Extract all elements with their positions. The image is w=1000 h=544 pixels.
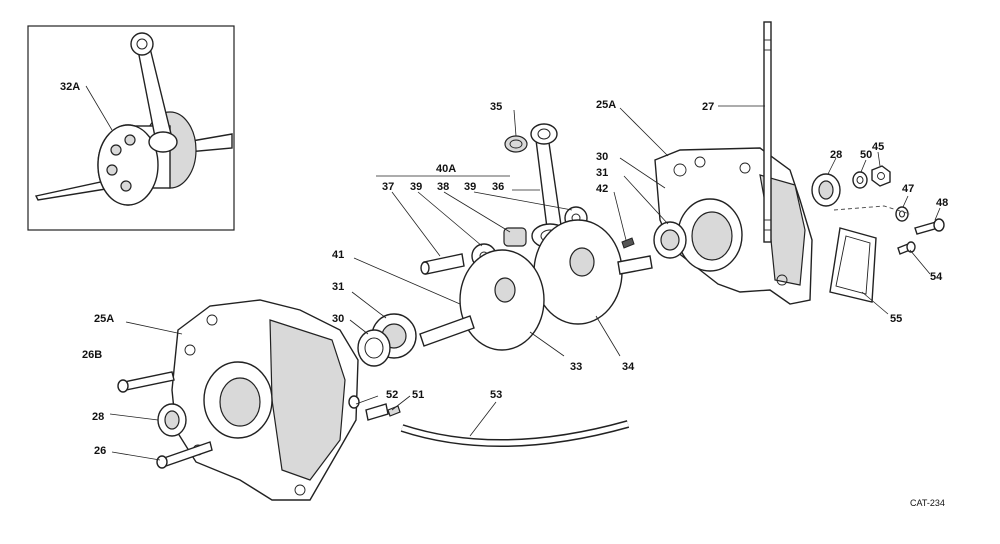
callout-31-top: 31 <box>596 167 608 179</box>
washer-50 <box>852 171 868 189</box>
nut-45 <box>871 165 891 187</box>
catalog-code: CAT-234 <box>910 498 945 508</box>
callout-28-left: 28 <box>92 411 104 423</box>
gasket-cover-55 <box>829 227 877 303</box>
seal-28-left <box>157 403 187 437</box>
callout-35: 35 <box>490 101 502 113</box>
callout-52: 52 <box>386 389 398 401</box>
fitting-51 <box>365 403 401 421</box>
crank-pin-37 <box>420 253 465 275</box>
callout-labels: 32A 35 25A 27 40A 37 39 38 39 36 30 31 4… <box>60 81 948 457</box>
washer-47 <box>895 206 909 222</box>
callout-27: 27 <box>702 101 714 113</box>
callout-50: 50 <box>860 149 872 161</box>
callout-47: 47 <box>902 183 914 195</box>
callout-31-mid: 31 <box>332 281 344 293</box>
callout-45: 45 <box>872 141 884 153</box>
bolt-26 <box>156 441 213 469</box>
callout-33: 33 <box>570 361 582 373</box>
callout-40A: 40A <box>436 163 456 175</box>
connecting-rod-36 <box>530 123 569 249</box>
callout-32A: 32A <box>60 81 80 93</box>
callout-25A-top: 25A <box>596 99 616 111</box>
crank-half-33 <box>419 249 545 351</box>
bearing-31-top <box>653 221 687 259</box>
callout-26: 26 <box>94 445 106 457</box>
callout-38: 38 <box>437 181 449 193</box>
callout-42: 42 <box>596 183 608 195</box>
crankcase-half-right <box>654 147 813 305</box>
callout-34: 34 <box>622 361 635 373</box>
screw-48 <box>914 218 945 235</box>
needle-bearing-38 <box>503 227 527 247</box>
callout-37: 37 <box>382 181 394 193</box>
callout-30-top: 30 <box>596 151 608 163</box>
callout-48: 48 <box>936 197 948 209</box>
callout-36: 36 <box>492 181 504 193</box>
stud-27 <box>763 21 772 243</box>
bolt-26B <box>117 371 175 393</box>
hose-53 <box>400 420 630 447</box>
seal-30-mid <box>357 329 391 367</box>
callout-55: 55 <box>890 313 902 325</box>
crank-half-34 <box>533 219 653 325</box>
callout-39b: 39 <box>464 181 476 193</box>
callout-54: 54 <box>930 271 943 283</box>
callout-53: 53 <box>490 389 502 401</box>
screw-54 <box>897 241 916 255</box>
leader-lines <box>109 105 941 461</box>
callout-51: 51 <box>412 389 424 401</box>
callout-25A-left: 25A <box>94 313 114 325</box>
oil-seal-28-top <box>811 173 841 207</box>
needle-bearing-35 <box>504 135 528 153</box>
crankcase-half-left <box>171 299 359 501</box>
washer-52 <box>348 395 360 409</box>
callout-39a: 39 <box>410 181 422 193</box>
callout-26B: 26B <box>82 349 102 361</box>
inset-crankshaft-panel <box>27 25 235 231</box>
callout-28-top: 28 <box>830 149 842 161</box>
woodruff-key-42 <box>621 237 635 249</box>
callout-30-mid: 30 <box>332 313 344 325</box>
callout-41: 41 <box>332 249 344 261</box>
